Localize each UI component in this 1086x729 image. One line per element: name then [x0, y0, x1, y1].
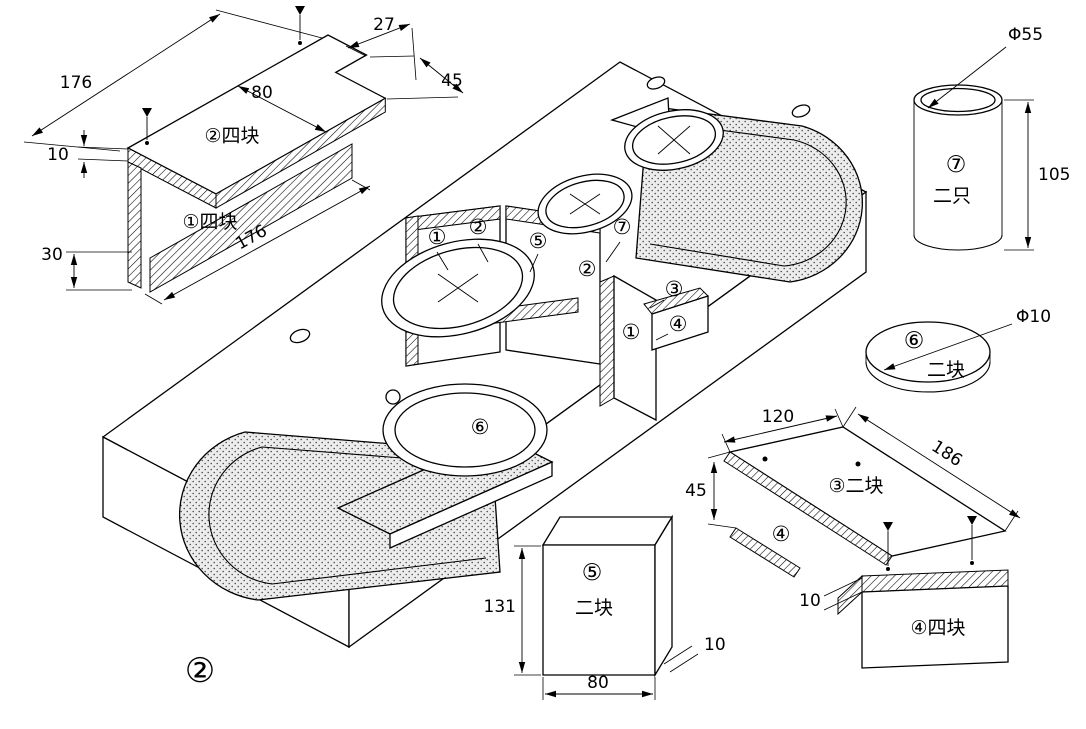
part5-qty: 二块	[575, 597, 613, 619]
plate4-front-face	[861, 585, 1009, 669]
right-plate-face	[613, 274, 657, 422]
figure-number: ②	[185, 651, 215, 691]
part3-callout4: ④	[772, 522, 791, 546]
detail-part-3: 120 45 186 ③二块 ④	[685, 406, 1021, 578]
dim-105: 105	[1004, 99, 1070, 251]
top-hole	[289, 328, 311, 344]
weld-pin	[967, 516, 977, 565]
callout-3: ③	[665, 277, 684, 301]
dim-45: 45	[685, 451, 737, 529]
part5-callout: ⑤	[582, 560, 603, 586]
svg-text:186: 186	[928, 437, 966, 471]
callout-leader	[605, 241, 621, 263]
svg-text:45: 45	[685, 481, 707, 501]
ring-seat-left	[381, 238, 535, 338]
block5-top-face	[541, 516, 674, 546]
weld-dot	[762, 456, 768, 462]
part7-qty: 二只	[933, 185, 971, 207]
dim-30: 30	[41, 245, 132, 291]
callout-leader	[436, 251, 449, 271]
svg-text:120: 120	[762, 407, 794, 427]
dim-10-thickness: 10	[47, 130, 129, 178]
svg-text:Φ55: Φ55	[1008, 25, 1043, 45]
dim-120: 120	[721, 407, 844, 453]
top-hole	[791, 104, 811, 118]
weld-dot	[855, 461, 861, 467]
cylinder-bottom-arc	[913, 234, 1003, 251]
callout-7: ⑦	[613, 215, 632, 239]
dim-dia-10: Φ10	[883, 307, 1051, 371]
part6-callout: ⑥	[904, 328, 925, 354]
dim-80: 80	[542, 673, 656, 700]
part6-qty: 二块	[927, 359, 965, 381]
right-slot-inner-wall	[649, 121, 847, 267]
svg-text:10: 10	[704, 635, 726, 655]
part1-label: ①四块	[182, 211, 237, 233]
callout-leader	[655, 333, 669, 341]
part2-label: ②四块	[204, 125, 259, 147]
platform-front	[389, 460, 553, 550]
svg-text:45: 45	[441, 71, 463, 91]
dim-10: 10	[663, 635, 726, 673]
part3-label: ③二块	[828, 475, 883, 497]
callout-2b: ②	[578, 257, 597, 281]
svg-text:Φ10: Φ10	[1016, 307, 1051, 327]
plate3-edge-section	[723, 451, 893, 566]
ring-seat-top	[537, 173, 633, 235]
ring-seat-right	[624, 109, 724, 171]
detail-part-6: Φ10 ⑥ 二块	[865, 307, 1051, 393]
svg-text:10: 10	[47, 145, 69, 165]
callout-leader	[649, 299, 665, 309]
callout-2a: ②	[469, 215, 488, 239]
dim-131: 131	[484, 545, 541, 676]
disc-top-face	[865, 321, 991, 383]
disc-bottom-arc	[865, 361, 991, 393]
cylinder-top-inner	[920, 87, 996, 113]
svg-text:80: 80	[587, 673, 609, 693]
dim-176-top: 176	[23, 9, 323, 152]
dim-80: 80	[237, 83, 327, 133]
weld-pin	[295, 6, 305, 45]
dim-10: 10	[799, 577, 863, 611]
right-plate-edge-section	[599, 275, 615, 407]
callout-leader	[529, 253, 539, 273]
dim-45: 45	[369, 55, 464, 100]
block5-right-face	[654, 514, 673, 678]
detail-part-7: Φ55 105 ⑦ 二只	[913, 25, 1070, 251]
svg-text:80: 80	[251, 83, 273, 103]
plate3-leg-section	[729, 527, 801, 578]
detail-part-4: 10 ④四块	[799, 516, 1009, 669]
svg-text:105: 105	[1038, 165, 1070, 185]
disc-seat	[382, 383, 548, 477]
svg-text:30: 30	[41, 245, 63, 265]
callout-leader	[477, 243, 489, 263]
dim-dia-55: Φ55	[927, 25, 1043, 109]
detail-part-1-2: 176 27 80 45 10 30	[23, 6, 464, 305]
callout-1a: ①	[428, 225, 447, 249]
svg-text:27: 27	[373, 15, 395, 35]
step-plate-face	[651, 295, 709, 351]
top-hole	[646, 76, 666, 90]
left-slot-inner-wall	[208, 446, 487, 585]
callout-1b: ①	[622, 320, 641, 344]
part7-callout: ⑦	[946, 152, 967, 178]
weld-pin	[883, 522, 893, 571]
dim-27: 27	[345, 15, 417, 81]
svg-text:10: 10	[799, 591, 821, 611]
svg-text:176: 176	[60, 73, 92, 93]
leg-plate-left-section	[127, 161, 142, 289]
plate4-left-section	[837, 574, 863, 616]
callout-6: ⑥	[471, 415, 490, 439]
part4-label: ④四块	[910, 617, 965, 639]
main-assembly: ① ② ⑤ ⑦ ② ③ ① ④ ⑥ ②	[101, 61, 868, 691]
svg-text:131: 131	[484, 597, 516, 617]
callout-4: ④	[669, 312, 688, 336]
callout-5: ⑤	[529, 229, 548, 253]
detail-part-5: 131 80 10 ⑤ 二块	[484, 514, 726, 700]
